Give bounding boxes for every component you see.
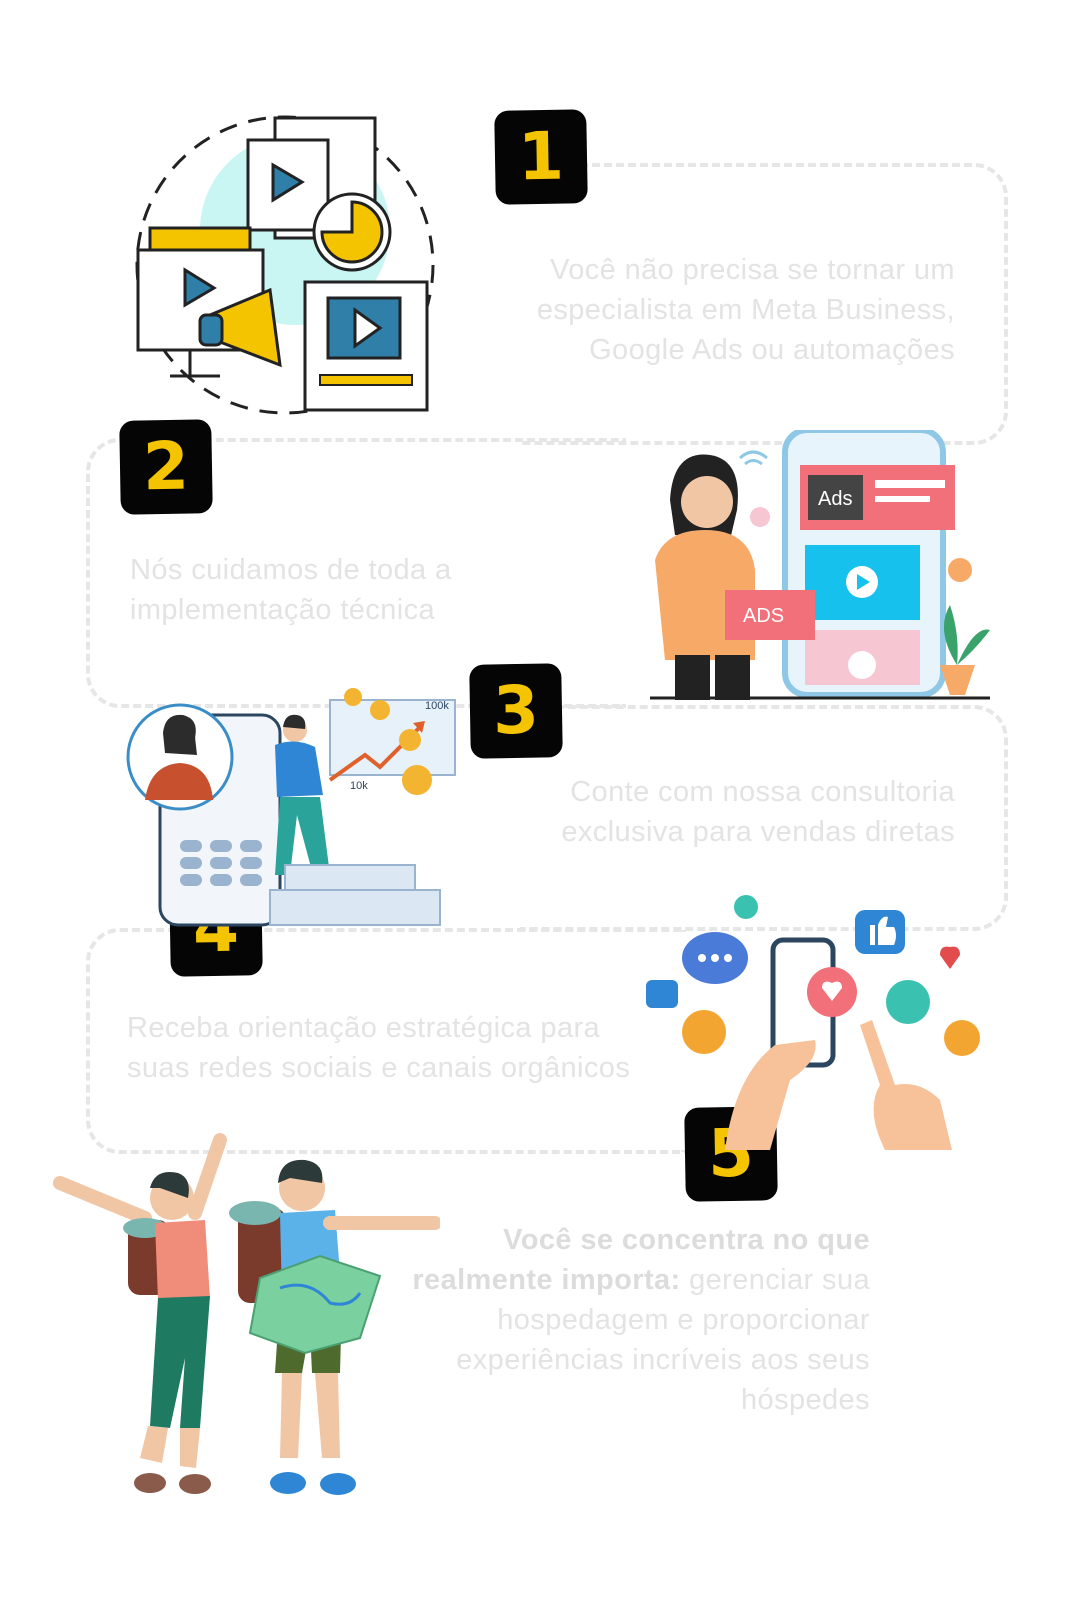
keypad — [180, 840, 262, 886]
coin-4 — [399, 729, 421, 751]
stairs — [269, 864, 441, 926]
map — [248, 1254, 382, 1355]
hand-holding — [725, 1040, 816, 1150]
step-4-frame — [86, 928, 686, 1154]
ads-sign-label: ADS — [743, 605, 784, 627]
step-5-text-rest: gerenciar sua hospedagem e proporcionar … — [456, 1264, 870, 1416]
user-bubble-icon — [750, 507, 770, 527]
growth-arrow — [328, 725, 422, 782]
step-1-text: Você não precisa se tornar um especialis… — [536, 254, 955, 366]
hand-pointing — [860, 1020, 952, 1150]
man-shirt — [275, 741, 323, 797]
play-icon-monitor — [183, 267, 217, 308]
step-5-text: Você se concentra no que realmente impor… — [400, 1220, 870, 1420]
share-icon-orange — [682, 1010, 726, 1054]
chart-mid-label: 10k — [350, 780, 368, 792]
social-media-illustration — [646, 895, 980, 1150]
woman-shirt — [155, 1220, 210, 1300]
target-icon — [734, 895, 758, 919]
woman-arm-left — [53, 1176, 152, 1225]
wifi-icon — [738, 450, 768, 466]
plant-icon — [940, 665, 975, 695]
step-2-text: Nós cuidamos de toda a implementação téc… — [130, 554, 452, 626]
step-3-text: Conte com nossa consultoria exclusiva pa… — [561, 776, 955, 848]
clock-face — [320, 200, 384, 264]
coin-icon — [948, 558, 972, 582]
woman-arm-right — [188, 1133, 227, 1220]
broadcast-icon — [886, 980, 930, 1024]
chart-top-label: 100k — [425, 700, 449, 712]
heart-icon-small — [940, 946, 960, 969]
step-3-frame — [520, 705, 1008, 931]
travelers-illustration — [53, 1133, 440, 1495]
step-2-badge: 2 — [119, 419, 213, 515]
step-4-text: Receba orientação estratégica para suas … — [127, 1012, 631, 1084]
play-icon-top — [271, 162, 305, 203]
consulting-growth-illustration: 100k 10k — [126, 688, 456, 927]
like-icon-small — [646, 980, 678, 1008]
chart-card — [329, 699, 456, 776]
share-icon-right — [944, 1020, 980, 1056]
media-marketing-illustration — [135, 115, 435, 415]
step-3-badge: 3 — [469, 663, 563, 759]
woman-pants — [150, 1296, 210, 1428]
step-1-frame — [520, 163, 1008, 445]
ads-phone-illustration: Ads ADS — [650, 430, 990, 700]
coin-1 — [344, 688, 362, 706]
coin-2 — [370, 700, 390, 720]
coin-3 — [402, 765, 432, 795]
step-5-text-bold: Você se concentra no que realmente impor… — [412, 1224, 870, 1296]
step-1-badge: 1 — [494, 109, 588, 205]
ads-sign — [725, 590, 815, 640]
ads-card-label: Ads — [818, 488, 852, 510]
